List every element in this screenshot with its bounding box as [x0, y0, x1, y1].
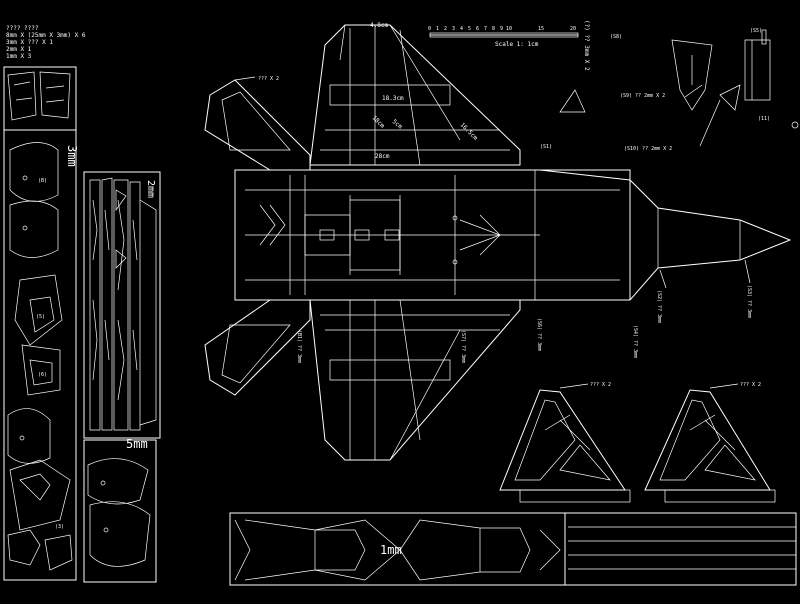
- stand-left: ??? X 2: [499, 382, 631, 503]
- legend-line-3: 2mm X 1: [6, 46, 32, 53]
- dim-diag2: 16.5cm: [459, 121, 480, 142]
- dim-span2: 18cm: [371, 114, 386, 129]
- callout-s10: (S10) ?? 2mm X 2: [624, 146, 672, 152]
- scale-tick-10: 10: [506, 26, 512, 32]
- callout-s1: (S1): [540, 144, 552, 150]
- callout-s9: (S9) ?? 2mm X 2: [620, 93, 665, 99]
- scale-bar: 0 1 2 3 4 5 6 7 8 9 10 15 20 Scale 1: 1c…: [428, 26, 579, 48]
- part-label-3: (3): [55, 524, 64, 530]
- callout-b1: (B1) ?? 3mm: [296, 330, 302, 363]
- stand-right: ??? X 2: [644, 382, 776, 503]
- scale-tick-20: 20: [570, 26, 576, 32]
- scale-tick-2: 2: [444, 26, 447, 32]
- part-label-6: (6): [38, 372, 47, 378]
- callout-s8: (S8): [610, 34, 622, 40]
- scale-tick-4: 4: [460, 26, 463, 32]
- scale-tick-6: 6: [476, 26, 479, 32]
- callout-s6: (S6) ?? 3mm: [536, 318, 542, 351]
- callout-stand-left: ??? X 2: [590, 382, 611, 388]
- scale-tick-9: 9: [500, 26, 503, 32]
- legend-line-4: 1mm X 3: [6, 53, 32, 60]
- scale-tick-0: 0: [428, 26, 431, 32]
- legend: ???? ???? 8mm X (25mm X 3mm) X 6 3mm X ?…: [6, 25, 86, 60]
- scale-tick-8: 8: [492, 26, 495, 32]
- scale-tick-1: 1: [436, 26, 439, 32]
- dim-span1: 18.3cm: [382, 95, 404, 102]
- part-label-b: (B): [38, 178, 47, 184]
- callout-s7: (S7) ?? 3mm: [460, 330, 466, 363]
- dim-center: 28cm: [375, 153, 390, 160]
- left-parts-panel: 3mm (B) (5) (6) (3): [3, 66, 79, 581]
- lower-parts-panel: 5mm: [83, 437, 157, 583]
- part-label-5: (5): [36, 314, 45, 320]
- dim-top-width: 4.8cm: [370, 22, 388, 29]
- callout-stand-right: ??? X 2: [740, 382, 761, 388]
- scale-tick-7: 7: [484, 26, 487, 32]
- scale-tick-15: 15: [538, 26, 544, 32]
- legend-line-1: 8mm X (25mm X 3mm) X 6: [6, 32, 86, 39]
- callout-s3: (S3) ?? 3mm: [746, 285, 752, 318]
- callout-s-extra: (11): [758, 116, 770, 122]
- top-right-parts: (S8) (S5) (S9) ?? 2mm X 2 (S10) ?? 2mm X…: [610, 28, 799, 152]
- callout-s2: (S2) ?? 3mm: [656, 290, 662, 323]
- callout-s4: (S4) ?? 3mm: [632, 325, 638, 358]
- legend-line-0: ???? ????: [6, 25, 39, 32]
- bottom-strip-thickness: 1mm: [380, 543, 402, 557]
- lower-panel-thickness: 5mm: [126, 437, 148, 451]
- bottom-strip: 1mm: [229, 512, 797, 586]
- callout-top-right-vert: (?) ?? 3mm X 2: [583, 20, 590, 71]
- callout-s5: (S5): [750, 28, 762, 34]
- aircraft-plan: 4.8cm 18.3cm 5cm 18cm 16.5cm 28cm ??? X …: [204, 22, 792, 461]
- scale-tick-5: 5: [468, 26, 471, 32]
- scale-tick-3: 3: [452, 26, 455, 32]
- mid-parts-panel: 2mm: [83, 171, 161, 439]
- callout-wing-left: ??? X 2: [258, 76, 279, 82]
- left-panel-thickness: 3mm: [65, 145, 79, 167]
- legend-line-2: 3mm X ??? X 1: [6, 39, 53, 46]
- mid-panel-thickness: 2mm: [145, 180, 156, 198]
- scale-label: Scale 1: 1cm: [495, 41, 539, 48]
- dim-diag1: 5cm: [391, 118, 404, 131]
